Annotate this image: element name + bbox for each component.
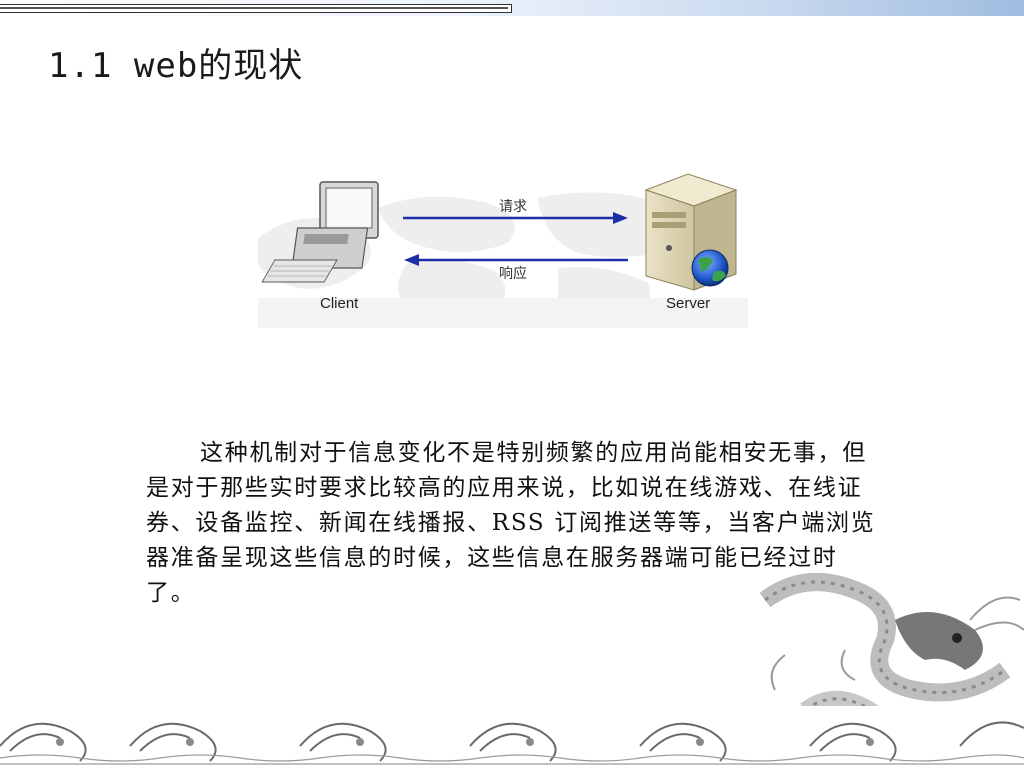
- header-rule: [0, 4, 512, 13]
- client-computer-icon: [261, 181, 379, 283]
- client-label: Client: [320, 295, 359, 312]
- page-title: 1.1 web的现状: [48, 46, 304, 86]
- response-arrow: [404, 254, 628, 266]
- request-arrow: [403, 212, 628, 224]
- world-map-background: [258, 192, 748, 328]
- client-server-diagram: Client 请求 响应 Server: [258, 173, 748, 328]
- wave-border-decoration: [0, 706, 1024, 768]
- server-label: Server: [666, 295, 710, 312]
- globe-icon: [691, 249, 729, 287]
- request-label: 请求: [499, 199, 527, 215]
- response-label: 响应: [499, 265, 527, 282]
- body-paragraph: 这种机制对于信息变化不是特别频繁的应用尚能相安无事，但是对于那些实时要求比较高的…: [146, 440, 876, 606]
